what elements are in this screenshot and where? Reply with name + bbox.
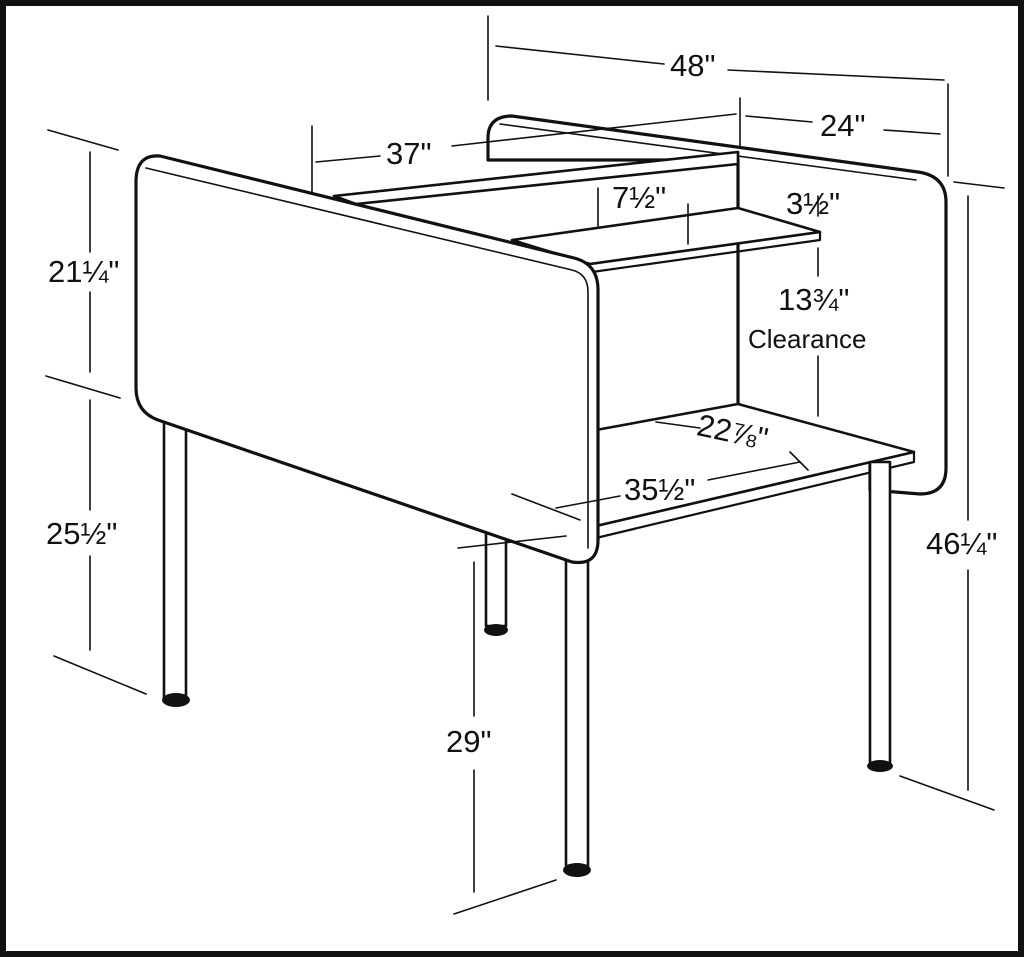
label-desktop-width: 35½"	[624, 472, 695, 507]
front-leg	[563, 558, 591, 877]
left-side-panel	[134, 154, 600, 565]
back-panel	[486, 114, 948, 496]
label-clearance: Clearance	[748, 324, 867, 354]
right-leg	[867, 460, 893, 772]
label-shelf-height: 3½"	[786, 186, 840, 221]
label-lower-height: 25½"	[46, 516, 117, 551]
dimension-lines	[45, 15, 1005, 915]
label-side-depth: 24"	[820, 108, 866, 143]
left-leg	[162, 418, 190, 707]
label-panel-width: 37"	[386, 136, 432, 171]
label-desk-height: 29"	[446, 724, 492, 759]
label-overall-height: 46¼"	[926, 526, 997, 561]
back-left-leg	[484, 528, 508, 636]
label-shelf-depth: 7½"	[612, 180, 666, 215]
label-clearance-height: 13¾"	[778, 282, 849, 317]
dimension-labels: 48" 37" 24" 7½" 3½" 13¾" Clearance 21¼" …	[46, 48, 997, 759]
label-overall-width: 48"	[670, 48, 716, 83]
label-upper-panel-height: 21¼"	[48, 254, 119, 289]
